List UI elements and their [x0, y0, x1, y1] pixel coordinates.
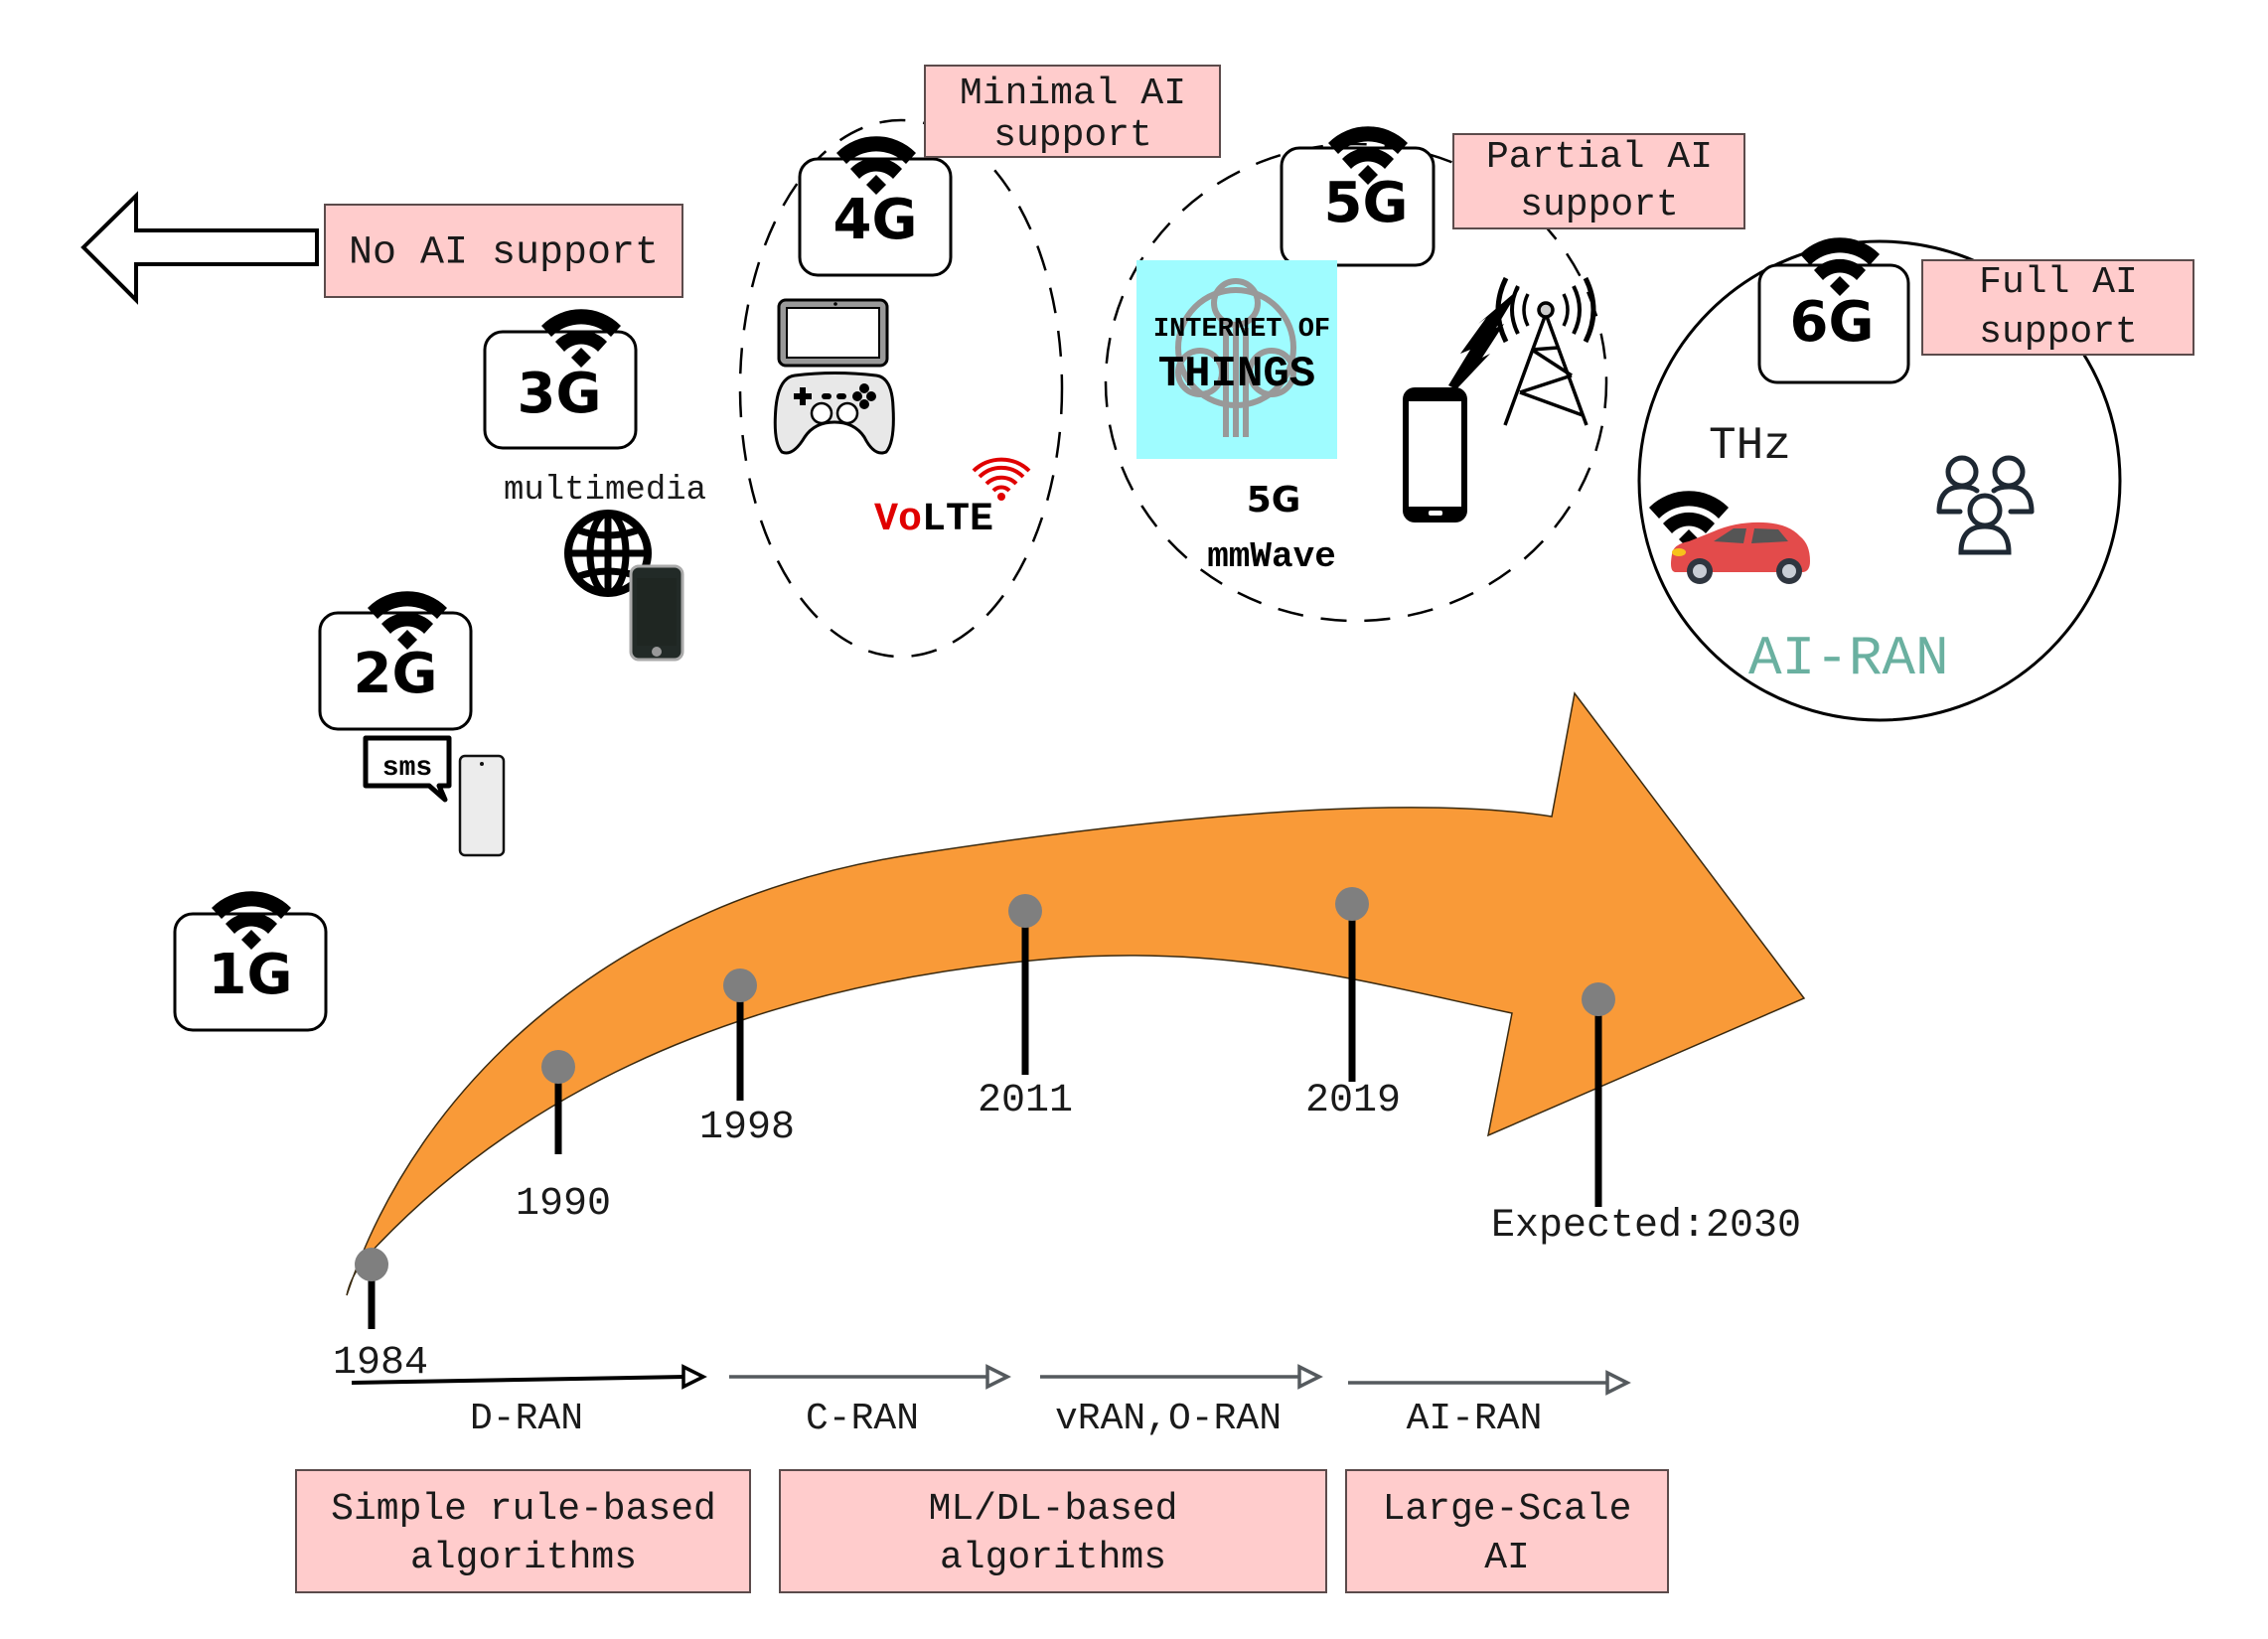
minimal-ai-support-line2: support	[993, 114, 1152, 157]
full-ai-support-line1: Full AI	[1979, 261, 2138, 304]
milestone-year-label: 1984	[333, 1341, 428, 1386]
left-arrow-icon	[80, 191, 319, 305]
milestone-year-label: 1998	[699, 1106, 795, 1150]
iot-tree-icon	[1175, 278, 1296, 437]
gen-4g-coverage-area	[738, 118, 1064, 659]
gen-6g-badge: 6G	[1757, 237, 1910, 384]
tablet-icon	[777, 298, 889, 368]
milestone-2: 1998	[699, 968, 795, 1150]
5g-band-line1: 5G	[1247, 480, 1301, 521]
iot-label-line2: THINGS	[1158, 350, 1315, 399]
iot-label-line1: INTERNET OF	[1153, 315, 1330, 345]
algorithm-box-rule-based	[295, 1469, 751, 1593]
gen-5g-badge: 5G	[1280, 126, 1436, 267]
sms-icon: sms	[363, 735, 452, 803]
full-ai-support-box	[1921, 259, 2194, 356]
minimal-ai-support-line1: Minimal AI	[960, 73, 1186, 115]
gen-3g-label: 3G	[518, 362, 602, 426]
volte-label: VoLTE	[874, 498, 993, 542]
gen-2g-badge: 2G	[318, 591, 473, 731]
ran-stage-c-ran: C-RAN	[806, 1398, 919, 1440]
ran-stage-d-ran: D-RAN	[470, 1398, 583, 1440]
smartphone-icon	[1403, 387, 1467, 522]
milestone-year-label: 2019	[1305, 1079, 1401, 1123]
sms-label: sms	[382, 753, 432, 784]
thz-label: THz	[1709, 420, 1791, 472]
milestone-dot	[541, 1050, 575, 1084]
gen-3g-badge: 3G	[483, 309, 638, 450]
algorithm-large-scale-line2: AI	[1484, 1537, 1530, 1579]
gen-6g-label: 6G	[1790, 290, 1875, 355]
partial-ai-support-line2: support	[1520, 184, 1679, 226]
algorithm-rule-based-line2: algorithms	[410, 1537, 637, 1579]
minimal-ai-support-box	[924, 65, 1221, 158]
milestone-year-label: Expected:2030	[1491, 1204, 1801, 1249]
algorithm-ml-dl-line1: ML/DL-based	[929, 1488, 1178, 1531]
ran-arrow-vran-oran	[1040, 1364, 1323, 1390]
milestone-5: Expected:2030	[1491, 982, 1801, 1249]
ran-arrow-ai-ran	[1348, 1370, 1631, 1396]
milestone-1: 1990	[516, 1050, 611, 1227]
gen-4g-label: 4G	[833, 188, 918, 252]
full-ai-support-line2: support	[1979, 311, 2138, 354]
algorithm-box-ml-dl	[779, 1469, 1327, 1593]
algorithm-large-scale-line1: Large-Scale	[1383, 1488, 1632, 1531]
gen-5g-label: 5G	[1324, 171, 1409, 235]
milestone-dot	[355, 1248, 388, 1281]
partial-ai-support-box	[1452, 133, 1745, 229]
ai-ran-label: AI-RAN	[1748, 627, 1949, 690]
timeline-arrow	[346, 691, 1806, 1296]
milestone-4: 2019	[1305, 887, 1401, 1123]
milestone-dot	[1008, 894, 1042, 928]
milestone-3: 2011	[978, 894, 1073, 1123]
algorithm-ml-dl-line2: algorithms	[940, 1537, 1166, 1579]
algorithm-box-large-scale-ai	[1345, 1469, 1669, 1593]
car-icon	[1671, 522, 1810, 584]
gen-1g-badge: 1G	[173, 891, 328, 1032]
milestone-dot	[1335, 887, 1369, 921]
iot-panel: INTERNET OF THINGS	[1136, 260, 1337, 459]
ran-arrow-d-ran	[351, 1364, 707, 1390]
lightning-icon	[1448, 288, 1520, 389]
milestone-dot	[1582, 982, 1615, 1016]
milestone-dot	[723, 968, 757, 1002]
algorithm-rule-based-line1: Simple rule-based	[331, 1488, 716, 1531]
gamepad-icon	[773, 372, 895, 455]
no-ai-support-label: No AI support	[349, 231, 659, 276]
ran-arrow-c-ran	[729, 1364, 1011, 1390]
multimedia-label: multimedia	[504, 472, 706, 510]
partial-ai-support-line1: Partial AI	[1486, 136, 1713, 179]
milestone-year-label: 2011	[978, 1079, 1073, 1123]
gen-5g-coverage-area	[1104, 142, 1608, 623]
volte-wifi-icon	[972, 457, 1031, 503]
gen-4g-badge: 4G	[798, 136, 953, 277]
gen-6g-coverage-area	[1637, 239, 2122, 722]
5g-band-line2: mmWave	[1207, 536, 1336, 577]
milestone-year-label: 1990	[516, 1182, 611, 1227]
no-ai-support-box	[324, 204, 683, 298]
smartphone-icon	[458, 754, 506, 857]
mobile-phone-icon	[629, 564, 684, 662]
ran-stage-ai-ran: AI-RAN	[1407, 1398, 1543, 1440]
cell-tower-icon	[1495, 276, 1596, 426]
globe-icon	[564, 510, 652, 597]
ran-stage-vran-oran: vRAN,O-RAN	[1055, 1398, 1282, 1440]
gen-1g-label: 1G	[209, 943, 293, 1007]
users-group-icon	[1936, 455, 2035, 555]
milestone-0: 1984	[333, 1248, 428, 1386]
gen-2g-label: 2G	[354, 642, 438, 706]
